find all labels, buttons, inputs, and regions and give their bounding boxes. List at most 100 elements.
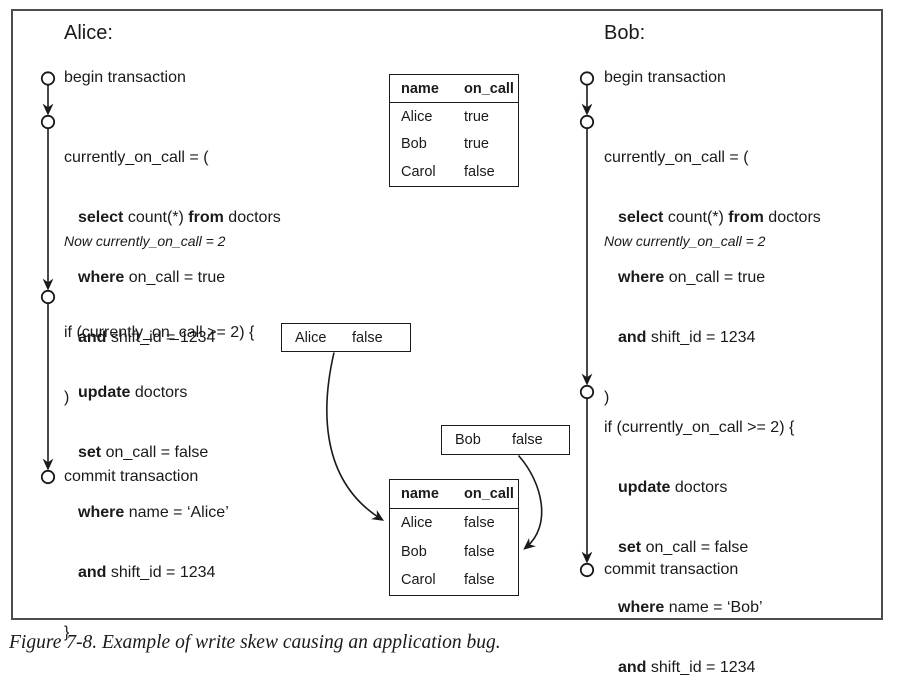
code-text: currently_on_call = ( — [604, 149, 749, 166]
bob-begin-transaction: begin transaction — [604, 69, 726, 86]
sql-keyword: from — [728, 209, 764, 226]
code-line: set on_call = false — [64, 441, 254, 465]
code-line: if (currently_on_call >= 2) { — [604, 416, 794, 440]
table-row: Alice false — [390, 509, 518, 538]
code-text: count(*) — [123, 209, 189, 226]
code-text: on_call = true — [664, 269, 766, 286]
updated-name: Alice — [295, 329, 327, 346]
code-line: currently_on_call = ( — [64, 146, 281, 170]
sql-keyword: update — [78, 384, 131, 401]
sql-keyword: select — [78, 209, 124, 226]
bob-condition-block: if (currently_on_call >= 2) { update doc… — [604, 380, 794, 676]
cell-on-call: true — [464, 136, 489, 153]
table-header-row: name on_call — [390, 480, 518, 509]
updated-value: false — [512, 432, 543, 448]
code-text: shift_id = 1234 — [646, 659, 756, 676]
column-header-name: name — [401, 486, 439, 502]
code-line: and shift_id = 1234 — [64, 326, 281, 350]
sql-keyword: and — [78, 329, 107, 346]
sql-keyword: select — [618, 209, 664, 226]
bob-update-row-box: Bob false — [441, 425, 570, 455]
table-row: Bob false — [390, 538, 518, 567]
code-text: on_call = true — [124, 269, 226, 286]
sql-keyword: set — [618, 539, 642, 556]
code-line: where name = ‘Alice’ — [64, 501, 254, 525]
cell-on-call: true — [464, 108, 489, 125]
code-text: on_call = false — [101, 444, 209, 461]
code-line: currently_on_call = ( — [604, 146, 821, 170]
code-text: if (currently_on_call >= 2) { — [64, 324, 255, 341]
cell-name: Bob — [401, 543, 427, 560]
code-line: } — [64, 621, 254, 645]
code-line: update doctors — [64, 381, 254, 405]
sql-keyword: and — [78, 564, 107, 581]
code-line: where name = ‘Bob’ — [604, 596, 794, 620]
column-header-on-call: on_call — [464, 486, 514, 502]
column-header-name: name — [401, 80, 439, 97]
code-line: and shift_id = 1234 — [64, 561, 254, 585]
code-text: ) — [64, 389, 70, 406]
code-text: doctors — [223, 209, 281, 226]
bob-commit-transaction: commit transaction — [604, 561, 739, 578]
alice-lane-title: Alice: — [64, 22, 113, 44]
code-text: name = ‘Bob’ — [664, 599, 763, 616]
sql-keyword: and — [618, 659, 647, 676]
code-line: where on_call = true — [64, 266, 281, 290]
bob-lane-title: Bob: — [604, 22, 646, 44]
cell-name: Bob — [401, 136, 427, 153]
code-text: name = ‘Alice’ — [124, 504, 229, 521]
cell-name: Alice — [401, 108, 433, 125]
code-line: update doctors — [604, 476, 794, 500]
table-row: Bob true — [390, 131, 518, 159]
code-text: shift_id = 1234 — [106, 329, 216, 346]
bob-note: Now currently_on_call = 2 — [604, 233, 766, 249]
code-text: count(*) — [663, 209, 729, 226]
code-line: where on_call = true — [604, 266, 821, 290]
table-row: Carol false — [390, 158, 518, 186]
updated-value: false — [352, 329, 383, 346]
doctors-table-final: name on_call Alice false Bob false Carol… — [389, 479, 519, 596]
cell-name: Carol — [401, 163, 436, 180]
figure-caption: Figure 7-8. Example of write skew causin… — [9, 632, 501, 653]
cell-name: Carol — [401, 572, 436, 589]
column-header-on-call: on_call — [464, 80, 514, 97]
sql-keyword: where — [78, 504, 125, 521]
sql-keyword: where — [618, 269, 665, 286]
code-text: on_call = false — [641, 539, 749, 556]
code-line: ) — [64, 386, 281, 410]
cell-on-call: false — [464, 515, 495, 532]
alice-update-row-box: Alice false — [281, 323, 411, 352]
table-header-row: name on_call — [390, 75, 518, 103]
alice-condition-block: if (currently_on_call >= 2) { update doc… — [64, 285, 254, 676]
sql-keyword: set — [78, 444, 102, 461]
code-line: select count(*) from doctors — [604, 206, 821, 230]
cell-on-call: false — [464, 543, 495, 560]
table-row: Carol false — [390, 566, 518, 595]
sql-keyword: and — [618, 329, 647, 346]
code-text: if (currently_on_call >= 2) { — [604, 419, 795, 436]
sql-keyword: update — [618, 479, 671, 496]
code-text: shift_id = 1234 — [646, 329, 756, 346]
code-text: shift_id = 1234 — [106, 564, 216, 581]
code-line: if (currently_on_call >= 2) { — [64, 321, 254, 345]
alice-begin-transaction: begin transaction — [64, 69, 186, 86]
bob-query-block: currently_on_call = ( select count(*) fr… — [604, 110, 821, 446]
code-text: doctors — [130, 384, 188, 401]
sql-keyword: where — [618, 599, 665, 616]
alice-note: Now currently_on_call = 2 — [64, 233, 226, 249]
cell-on-call: false — [464, 163, 495, 180]
sql-keyword: from — [188, 209, 224, 226]
cell-on-call: false — [464, 572, 495, 589]
updated-name: Bob — [455, 432, 481, 448]
cell-name: Alice — [401, 515, 433, 532]
code-line: set on_call = false — [604, 536, 794, 560]
code-line: and shift_id = 1234 — [604, 656, 794, 676]
sql-keyword: where — [78, 269, 125, 286]
alice-commit-transaction: commit transaction — [64, 468, 199, 485]
table-row: Alice true — [390, 103, 518, 131]
code-line: ) — [604, 386, 821, 410]
code-text: doctors — [763, 209, 821, 226]
code-line: and shift_id = 1234 — [604, 326, 821, 350]
alice-query-block: currently_on_call = ( select count(*) fr… — [64, 110, 281, 446]
